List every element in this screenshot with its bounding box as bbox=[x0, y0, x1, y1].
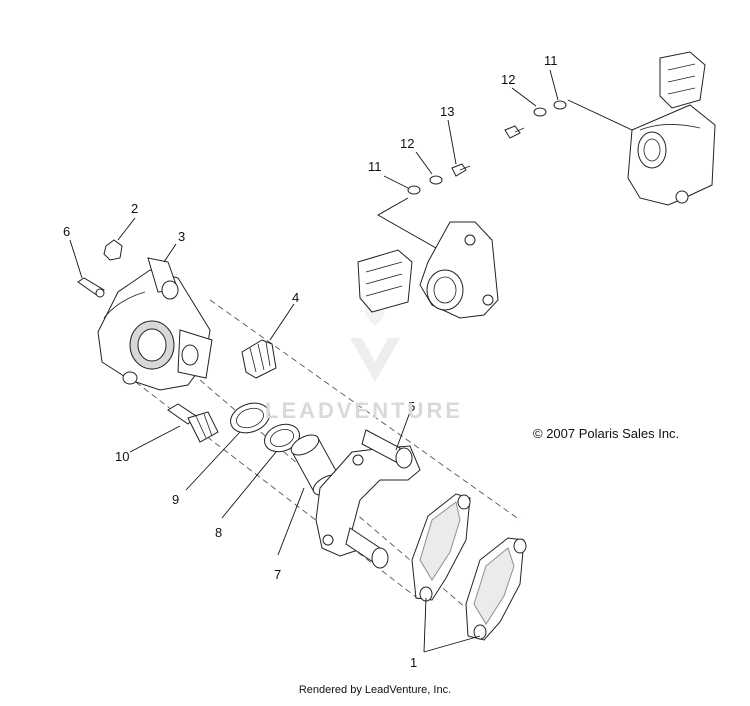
bolt-head-lower bbox=[451, 163, 467, 177]
callout-12-lower: 12 bbox=[400, 136, 414, 151]
bleeder-cap bbox=[103, 239, 123, 261]
copyright-notice: © 2007 Polaris Sales Inc. bbox=[533, 426, 680, 441]
caliper-body bbox=[97, 257, 213, 391]
callout-7: 7 bbox=[274, 567, 281, 582]
reference-caliper-middle bbox=[357, 221, 499, 319]
callout-4: 4 bbox=[292, 290, 299, 305]
piston-seal-9 bbox=[230, 402, 270, 434]
piston-seal-8 bbox=[264, 423, 300, 453]
callout-1: 1 bbox=[410, 655, 417, 670]
callout-labels: 2 3 4 5 6 7 8 9 10 1 11 11 12 12 13 bbox=[63, 53, 558, 670]
washer-12-lower bbox=[429, 175, 443, 185]
pin-boot-upper bbox=[241, 339, 277, 379]
callout-leaders bbox=[69, 69, 559, 653]
callout-11-upper: 11 bbox=[544, 53, 558, 68]
reference-caliper-upper bbox=[627, 51, 716, 206]
callout-6: 6 bbox=[63, 224, 70, 239]
caliper-bracket bbox=[315, 429, 421, 569]
callout-5: 5 bbox=[408, 399, 415, 414]
brake-pad-outer bbox=[465, 537, 527, 641]
brake-pad-inner bbox=[411, 493, 471, 602]
slide-pin-lower bbox=[167, 403, 219, 443]
washer-12-upper bbox=[533, 107, 547, 117]
washer-11-lower bbox=[407, 185, 421, 195]
bleeder-screw bbox=[77, 277, 105, 298]
callout-12-upper: 12 bbox=[501, 72, 515, 87]
hardware-items bbox=[407, 100, 567, 195]
callout-2: 2 bbox=[131, 201, 138, 216]
washer-11-upper bbox=[553, 100, 567, 110]
callout-9: 9 bbox=[172, 492, 179, 507]
rendered-by-footer: Rendered by LeadVenture, Inc. bbox=[298, 684, 452, 696]
bolt-13 bbox=[504, 125, 521, 139]
callout-13: 13 bbox=[440, 104, 454, 119]
callout-3: 3 bbox=[178, 229, 185, 244]
callout-11-lower: 11 bbox=[368, 159, 382, 174]
callout-10: 10 bbox=[115, 449, 129, 464]
watermark-text: LEADVENTURE bbox=[265, 398, 464, 423]
callout-8: 8 bbox=[215, 525, 222, 540]
install-path-lines bbox=[377, 99, 633, 249]
